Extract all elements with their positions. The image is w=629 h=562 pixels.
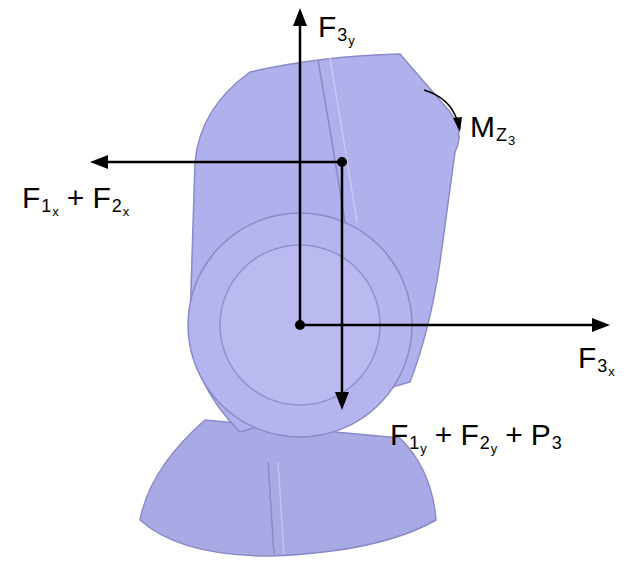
flange-groove xyxy=(278,462,284,554)
arrow-head xyxy=(592,318,610,332)
flange-groove xyxy=(268,462,274,554)
plus-sign: + xyxy=(505,420,523,450)
subscript: 1 xyxy=(409,434,419,452)
moment-arc xyxy=(424,90,457,120)
subscript: Z xyxy=(496,126,507,144)
force-line xyxy=(106,161,342,164)
force-symbol: P xyxy=(531,420,551,450)
subscript: 3 xyxy=(337,26,347,44)
force-symbol: F xyxy=(390,420,408,450)
sub-subscript: x xyxy=(123,205,130,218)
force-line xyxy=(299,24,302,325)
arrow-head xyxy=(453,117,462,132)
subscript: 1 xyxy=(41,197,51,215)
body-groove xyxy=(330,58,357,222)
arrow-head xyxy=(293,8,307,26)
force-symbol: F xyxy=(92,183,110,213)
sub-subscript: x xyxy=(52,205,59,218)
subscript: 2 xyxy=(480,434,490,452)
lower-flange xyxy=(140,420,436,556)
plus-sign: + xyxy=(435,420,453,450)
subscript: 2 xyxy=(112,197,122,215)
force-symbol: M xyxy=(470,112,495,142)
arrow-head xyxy=(90,155,108,169)
sub-subscript: y xyxy=(420,442,427,455)
subscript: 3 xyxy=(597,357,607,375)
force-line xyxy=(300,324,594,327)
force-arrows xyxy=(90,8,610,410)
sub-subscript: y xyxy=(491,442,498,455)
force-line xyxy=(341,162,344,394)
plus-sign: + xyxy=(67,183,85,213)
force-symbol: F xyxy=(318,12,336,42)
sub-subscript: y xyxy=(348,34,355,47)
force-symbol: F xyxy=(22,183,40,213)
point-dot xyxy=(337,157,347,167)
sub-subscript: x xyxy=(608,365,615,378)
arrow-head xyxy=(335,392,349,410)
subscript: 3 xyxy=(552,434,562,452)
force-symbol: F xyxy=(578,343,596,373)
point-dot xyxy=(295,320,305,330)
force-symbol: F xyxy=(460,420,478,450)
sub-subscript: 3 xyxy=(508,134,515,147)
